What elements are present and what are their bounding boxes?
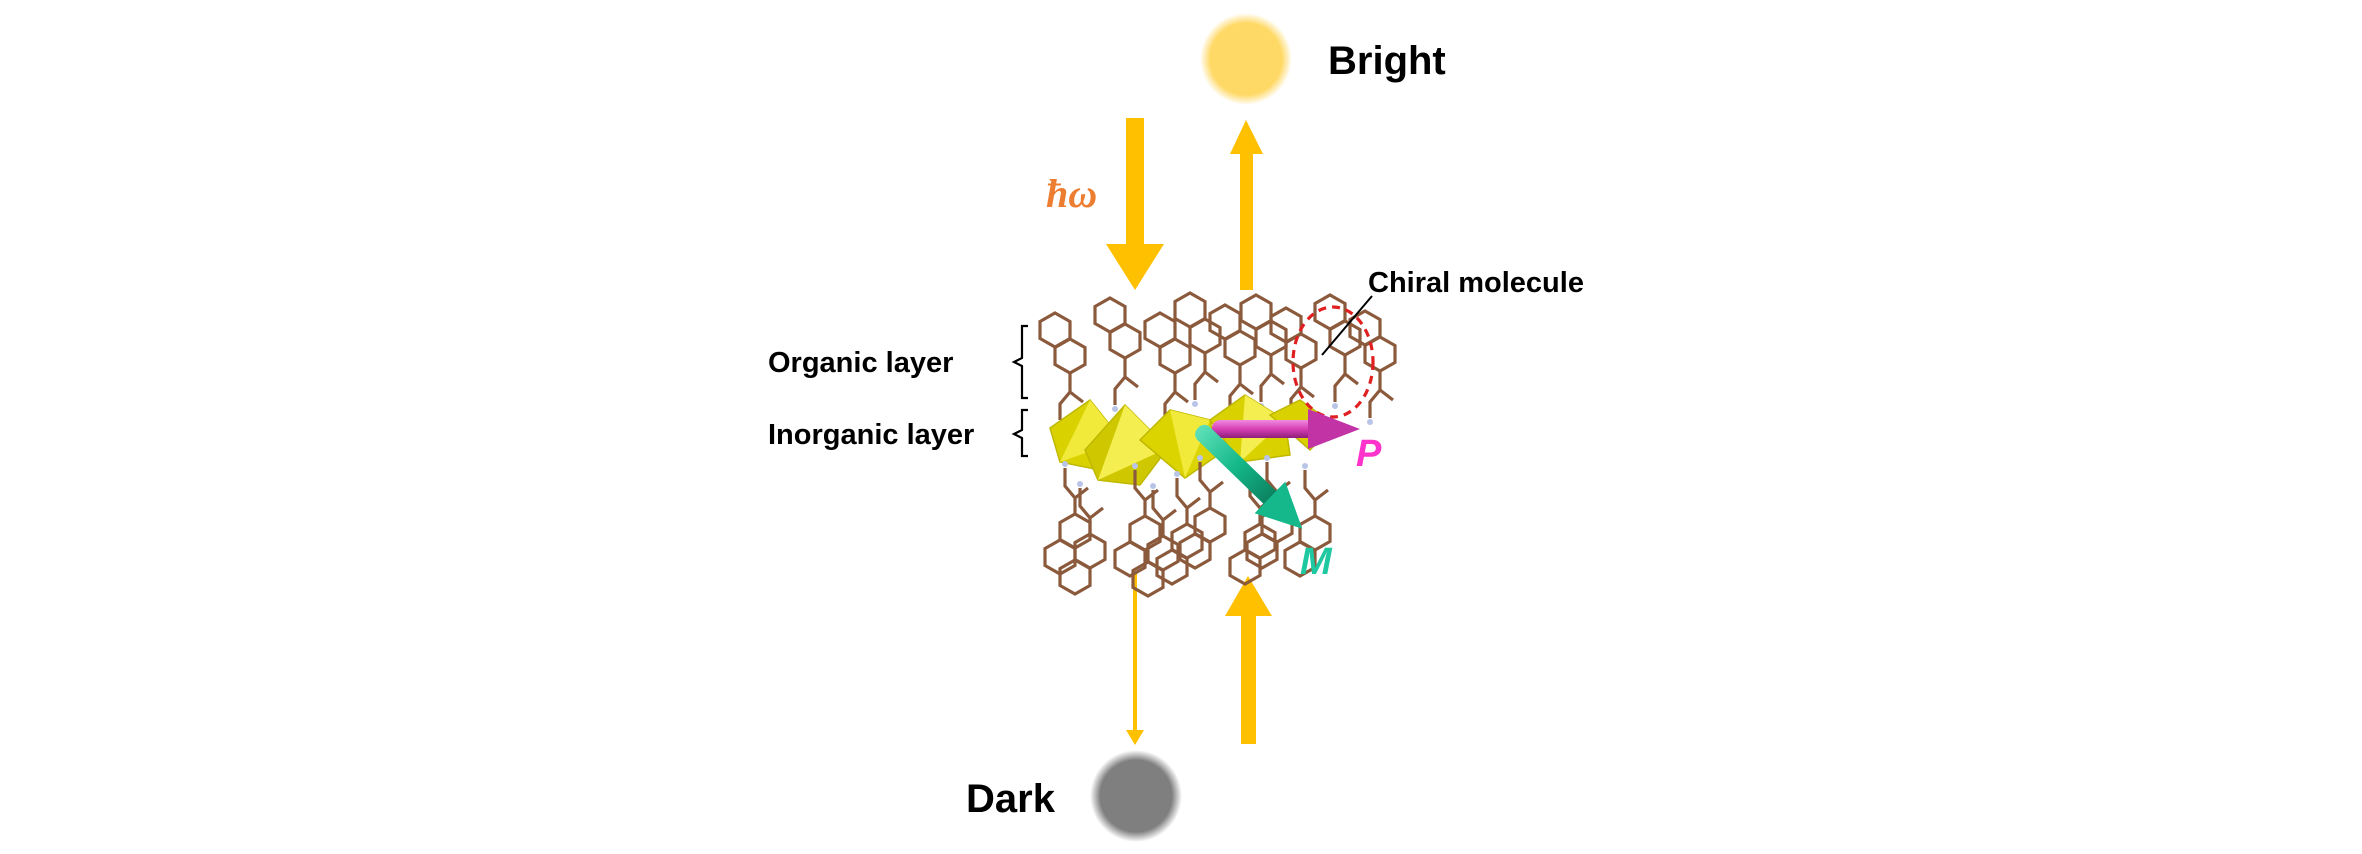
chiral-molecule-highlight	[1291, 305, 1375, 419]
bright-emission-arrow	[1230, 120, 1263, 290]
p-vector-arrow	[1212, 409, 1360, 449]
m-vector-label: M	[1300, 541, 1333, 583]
bright-spot-icon	[1200, 13, 1292, 105]
inorganic-layer-bracket	[1011, 408, 1028, 458]
p-vector-label: P	[1356, 433, 1382, 475]
dark-spot-icon	[1090, 750, 1182, 842]
incident-light-arrow	[1106, 118, 1164, 290]
chiral-molecule-label: Chiral molecule	[1368, 267, 1584, 299]
chiral-molecule-leader	[1321, 295, 1373, 356]
photon-energy-label: ħω	[1046, 171, 1097, 216]
dark-emission-arrow	[1126, 574, 1144, 745]
m-vector-arrow	[1195, 424, 1303, 529]
inorganic-layer-label: Inorganic layer	[768, 419, 974, 451]
organic-layer-bracket	[1011, 324, 1028, 400]
bright-label: Bright	[1328, 39, 1446, 83]
organic-layer-label: Organic layer	[768, 347, 953, 379]
dark-label: Dark	[966, 777, 1056, 821]
inorganic-layer-octahedra	[1049, 394, 1337, 486]
upward-light-arrow	[1225, 576, 1272, 744]
